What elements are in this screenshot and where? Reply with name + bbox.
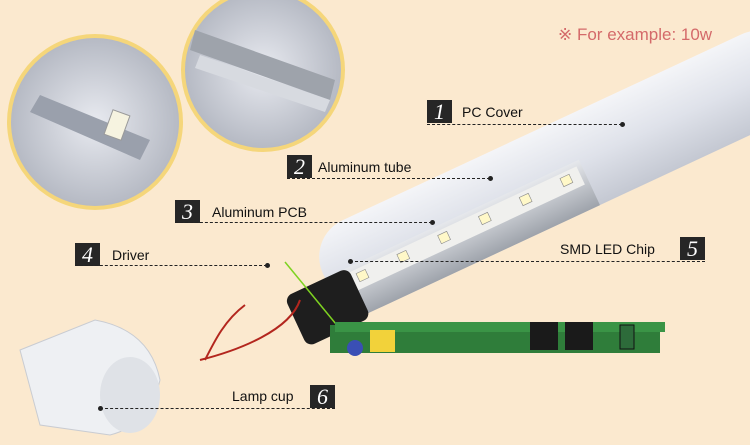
leader-line-1 [427, 124, 622, 125]
part-number-6: 6 [310, 385, 335, 408]
part-label-aluminum-pcb: Aluminum PCB [212, 204, 307, 220]
leader-dot-4 [265, 263, 270, 268]
part-number-2: 2 [287, 155, 312, 178]
leader-dot-2 [488, 176, 493, 181]
tube-body [286, 30, 750, 345]
part-label-driver: Driver [112, 247, 150, 263]
part-label-pc-cover: PC Cover [462, 104, 523, 120]
leader-dot-6 [98, 406, 103, 411]
led-chips [355, 173, 574, 283]
lamp-cup [19, 319, 161, 436]
part-label-aluminum-tube: Aluminum tube [318, 159, 412, 175]
leader-line-3 [175, 222, 432, 223]
leader-dot-1 [620, 122, 625, 127]
pcb-detail-circle [7, 34, 183, 210]
tube-detail-circle [181, 0, 345, 152]
wire [199, 299, 301, 361]
leader-line-5 [350, 261, 705, 262]
leader-dot-3 [430, 220, 435, 225]
part-number-4: 4 [75, 243, 100, 266]
part-number-3: 3 [175, 200, 200, 223]
leader-line-2 [287, 178, 490, 179]
driver-board [330, 322, 665, 356]
part-label-lamp-cup: Lamp cup [232, 388, 294, 404]
leader-dot-5 [348, 259, 353, 264]
example-note: ※ For example: 10w [558, 25, 713, 44]
part-number-1: 1 [427, 100, 452, 123]
part-label-smd-led-chip: SMD LED Chip [560, 241, 655, 257]
leader-line-6 [100, 408, 335, 409]
wire [204, 304, 246, 361]
leader-line-4 [75, 265, 267, 266]
part-number-5: 5 [680, 237, 705, 260]
